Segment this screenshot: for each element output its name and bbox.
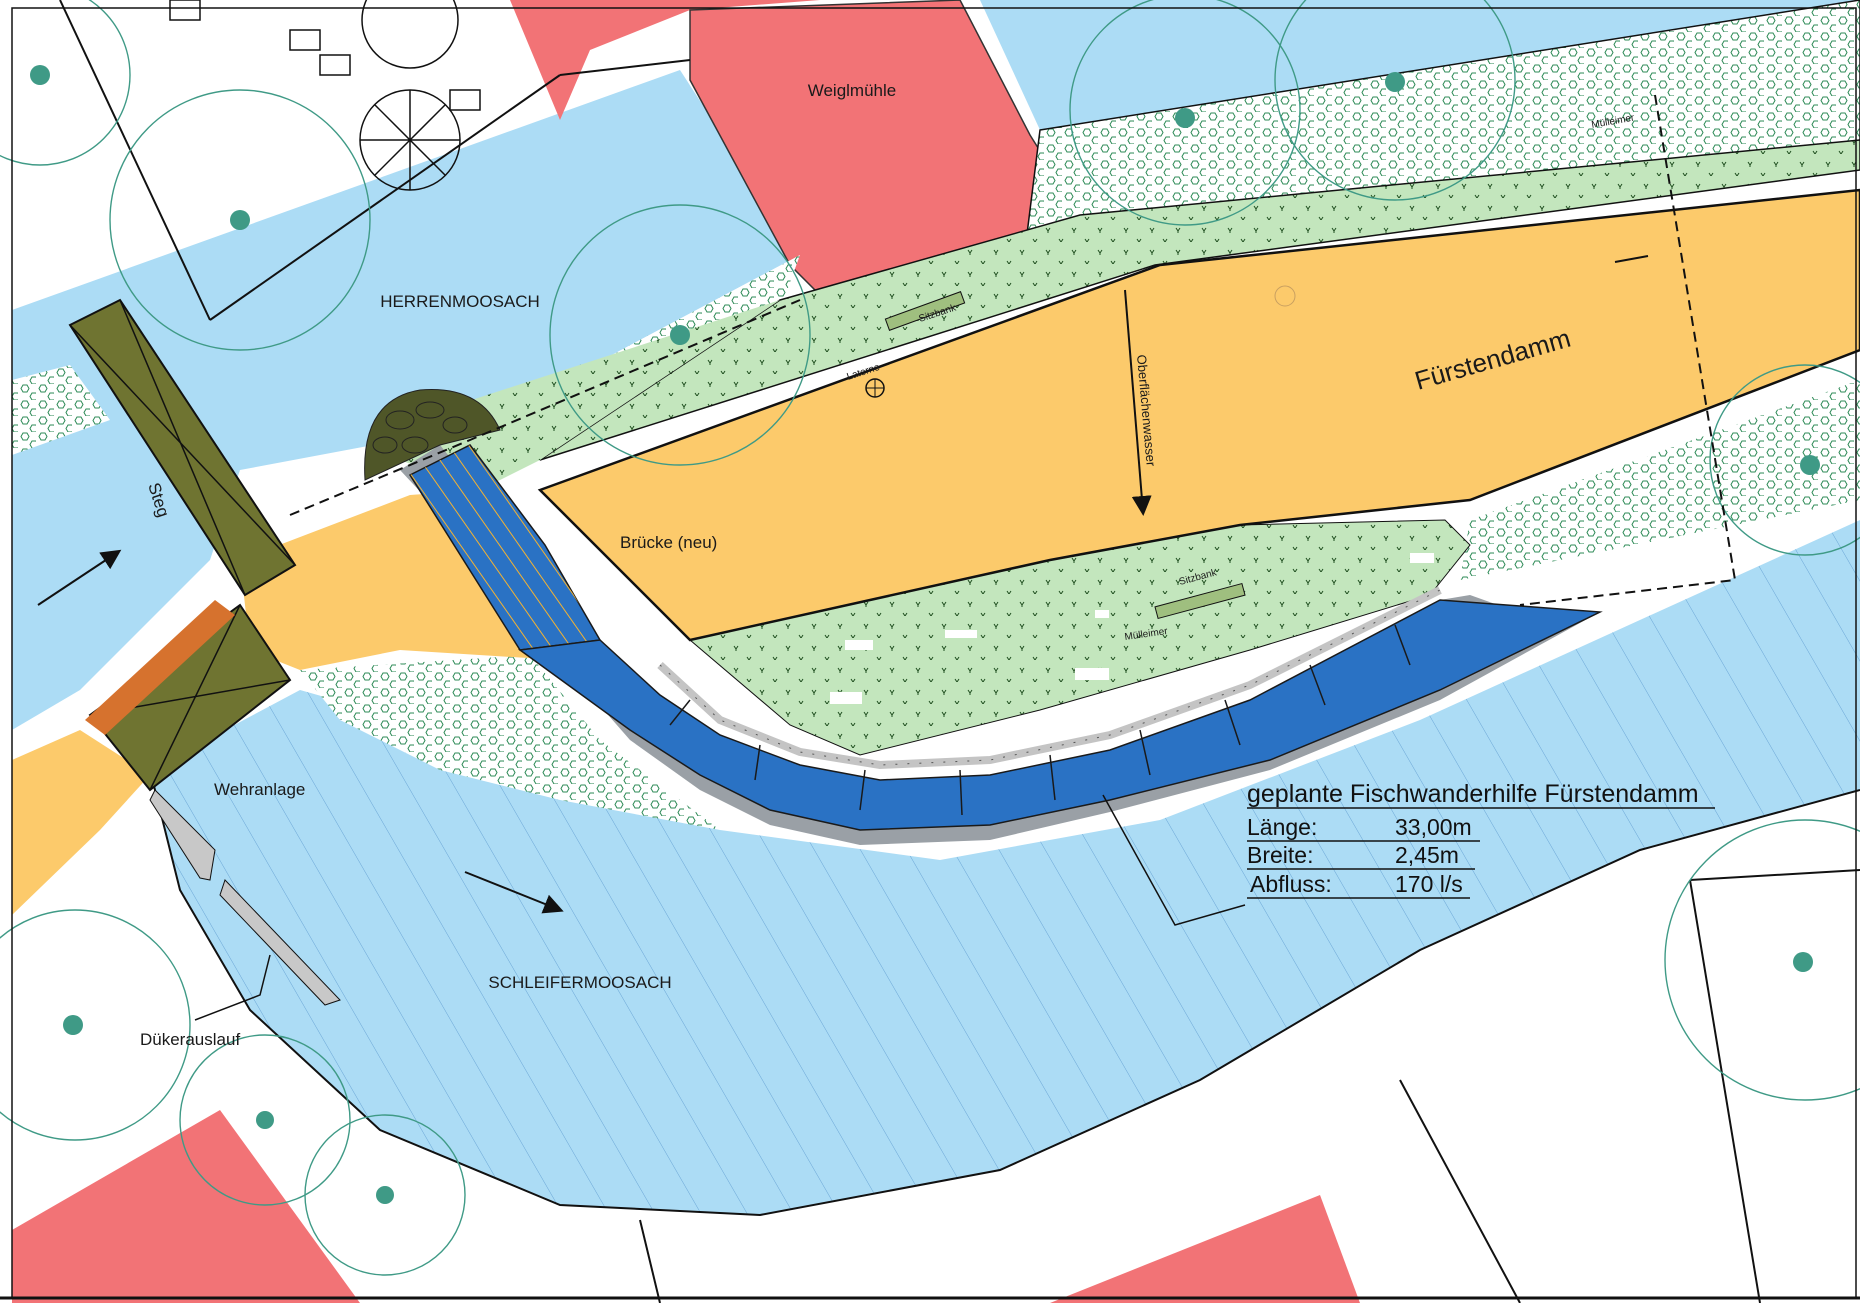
project-boundary bbox=[289, 94, 1737, 606]
water-areas bbox=[12, 0, 1860, 1217]
label-duekerauslauf: Dükerauslauf bbox=[140, 1030, 240, 1049]
fish-pass bbox=[400, 444, 1603, 845]
label-schleifermoosach: SCHLEIFERMOOSACH bbox=[488, 973, 671, 992]
site-features bbox=[830, 255, 1649, 704]
legend-leader bbox=[1102, 794, 1246, 926]
trees bbox=[0, 0, 1860, 1276]
legend-value-abfluss: 170 l/s bbox=[1395, 871, 1463, 897]
dueker-leader bbox=[194, 954, 271, 1021]
flow-arrow-surface-water bbox=[1124, 289, 1152, 516]
label-bruecke: Brücke (neu) bbox=[620, 533, 717, 552]
legend-key-abfluss: Abfluss: bbox=[1250, 871, 1332, 897]
flow-arrow-steg bbox=[37, 549, 122, 606]
steg-footbridge bbox=[68, 298, 297, 792]
legend-row-abfluss: Abfluss: 170 l/s bbox=[1247, 871, 1470, 899]
legend-key-laenge: Länge: bbox=[1247, 814, 1317, 840]
label-weiglmuehle: Weiglmühle bbox=[808, 81, 897, 100]
label-herrenmoosach: HERRENMOOSACH bbox=[380, 292, 540, 311]
legend-key-breite: Breite: bbox=[1247, 842, 1313, 868]
leader-lines bbox=[194, 794, 1246, 1021]
label-wehranlage: Wehranlage bbox=[214, 780, 305, 799]
stone-pile bbox=[364, 389, 501, 481]
flow-arrow-schleifermoosach bbox=[464, 871, 564, 914]
outdoor-furniture bbox=[169, 0, 481, 191]
legend-value-laenge: 33,00m bbox=[1395, 814, 1472, 840]
map-frame bbox=[11, 7, 1857, 1299]
map-labels: Weiglmühle HERRENMOOSACH Steg Brücke (ne… bbox=[140, 81, 1636, 1049]
fishpass-legend: geplante Fischwanderhilfe Fürstendamm Lä… bbox=[1247, 780, 1715, 899]
flow-arrows bbox=[37, 289, 1152, 914]
legend-value-breite: 2,45m bbox=[1395, 842, 1459, 868]
meadow-areas bbox=[400, 139, 1860, 756]
weir-structures bbox=[149, 789, 341, 1006]
legend-row-breite: Breite: 2,45m bbox=[1247, 842, 1475, 870]
legend-title: geplante Fischwanderhilfe Fürstendamm bbox=[1247, 780, 1699, 808]
vegetation-zones bbox=[12, 0, 1860, 830]
legend-row-laenge: Länge: 33,00m bbox=[1247, 814, 1480, 842]
